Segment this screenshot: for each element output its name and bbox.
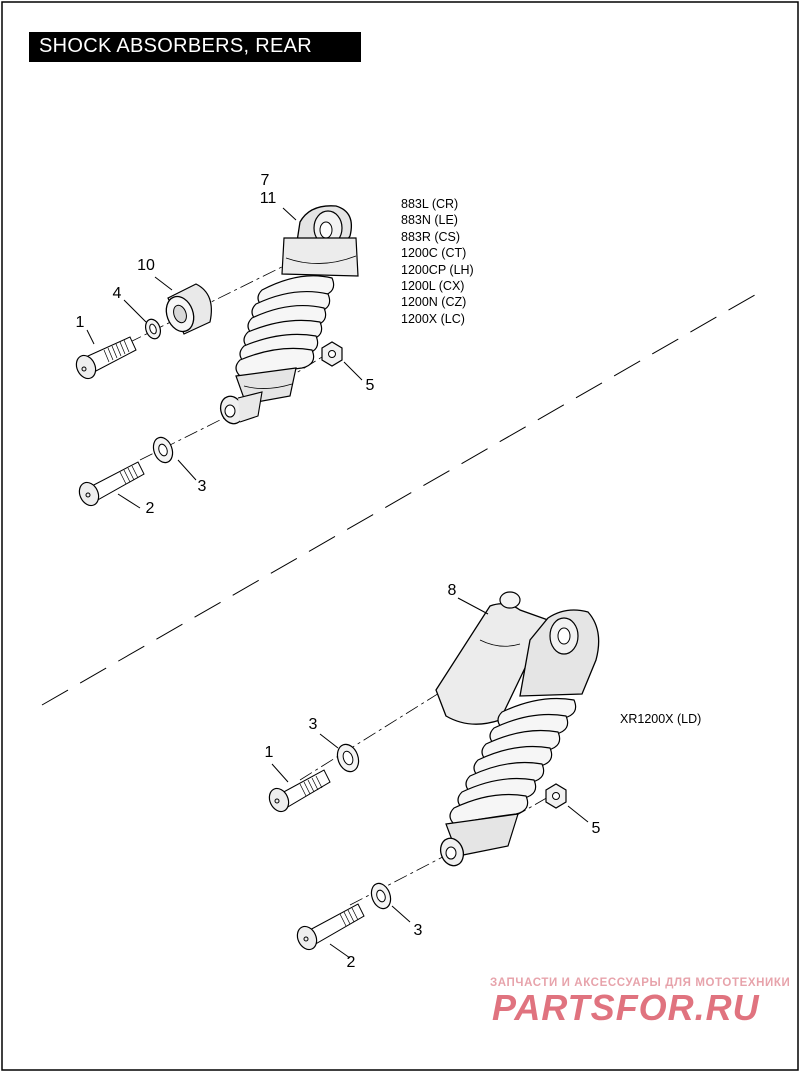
model-line: 1200X (LC) (401, 311, 465, 326)
model-line: 1200C (CT) (401, 246, 467, 261)
callout-8: 8 (447, 582, 457, 599)
bolt-2-upper (78, 461, 145, 507)
model-line: 1200N (CZ) (401, 295, 467, 310)
title-box: SHOCK ABSORBERS, REAR (29, 32, 361, 62)
model-line: 1200L (CX) (401, 279, 465, 294)
washer-3-upper (152, 436, 174, 464)
callout-1-lower: 1 (264, 744, 274, 761)
bolt-1-upper (75, 336, 137, 380)
page-title: SHOCK ABSORBERS, REAR (39, 35, 313, 57)
callout-5-lower: 5 (591, 820, 601, 837)
upper-assembly (75, 205, 363, 509)
nut-5-lower (545, 783, 567, 809)
upper-model-list: 883L (CR) 883N (LE) 883R (CS) 1200C (CT)… (401, 196, 474, 327)
callout-4: 4 (112, 285, 122, 302)
washer-4 (144, 318, 162, 340)
shock-absorber-lower (439, 609, 600, 867)
callout-5-upper: 5 (365, 377, 375, 394)
model-line: 883R (CS) (401, 229, 461, 244)
reservoir-8 (435, 591, 549, 725)
bolt-2-lower (296, 903, 365, 951)
callout-10: 10 (137, 257, 155, 274)
lower-assembly (268, 591, 600, 959)
callout-7: 7 (260, 172, 270, 189)
callout-2-upper: 2 (145, 500, 155, 517)
callout-3-lower-a: 3 (308, 716, 318, 733)
callout-1-upper: 1 (75, 314, 85, 331)
model-line: 1200CP (LH) (401, 262, 474, 277)
nut-5-upper (321, 341, 343, 367)
watermark-logo: PARTSFOR.RU (492, 987, 760, 1028)
callout-3-lower-b: 3 (413, 922, 423, 939)
washer-3-lower-a (336, 743, 360, 773)
callout-11: 11 (259, 190, 277, 207)
lower-model-label: XR1200X (LD) (620, 712, 702, 726)
model-line: 883N (LE) (401, 213, 458, 228)
watermark-logo-text: PARTSFOR.RU (492, 987, 760, 1028)
callout-3-upper: 3 (197, 478, 207, 495)
spacer-10 (165, 283, 212, 335)
shock-absorber-upper (219, 205, 359, 425)
divider-line (41, 291, 761, 706)
callout-2-lower: 2 (346, 954, 356, 971)
model-line: 883L (CR) (401, 197, 459, 211)
washer-3-lower-b (370, 882, 392, 910)
watermark-tagline: ЗАПЧАСТИ И АКСЕССУАРЫ ДЛЯ МОТОТЕХНИКИ (490, 977, 791, 989)
bolt-1-lower (268, 769, 331, 813)
